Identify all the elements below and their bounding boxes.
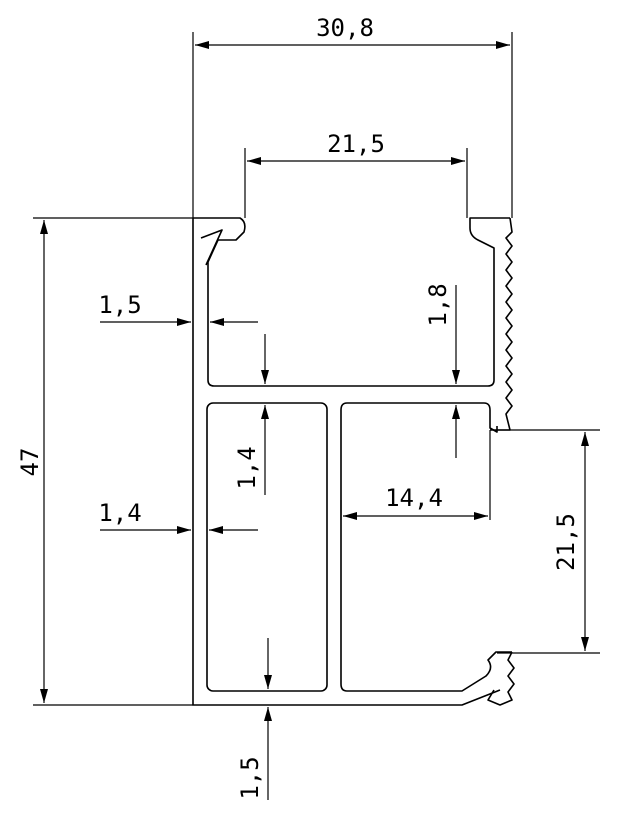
dim-opening-width: 21,5 — [327, 130, 385, 158]
dim-top-wall: 1,8 — [424, 283, 452, 326]
dim-middle-wall: 1,4 — [233, 446, 261, 489]
dim-chamber-width: 14,4 — [385, 484, 443, 512]
dim-overall-height: 47 — [16, 448, 44, 477]
dimension-lines — [40, 41, 589, 800]
extension-lines — [33, 32, 600, 706]
profile-outline — [192, 217, 515, 706]
dim-overall-width: 30,8 — [316, 14, 374, 42]
dim-right-opening: 21,5 — [552, 513, 580, 571]
dim-wall-left: 1,4 — [98, 499, 141, 527]
dim-wall-top-left: 1,5 — [98, 291, 141, 319]
dim-bottom-wall: 1,5 — [236, 756, 264, 799]
